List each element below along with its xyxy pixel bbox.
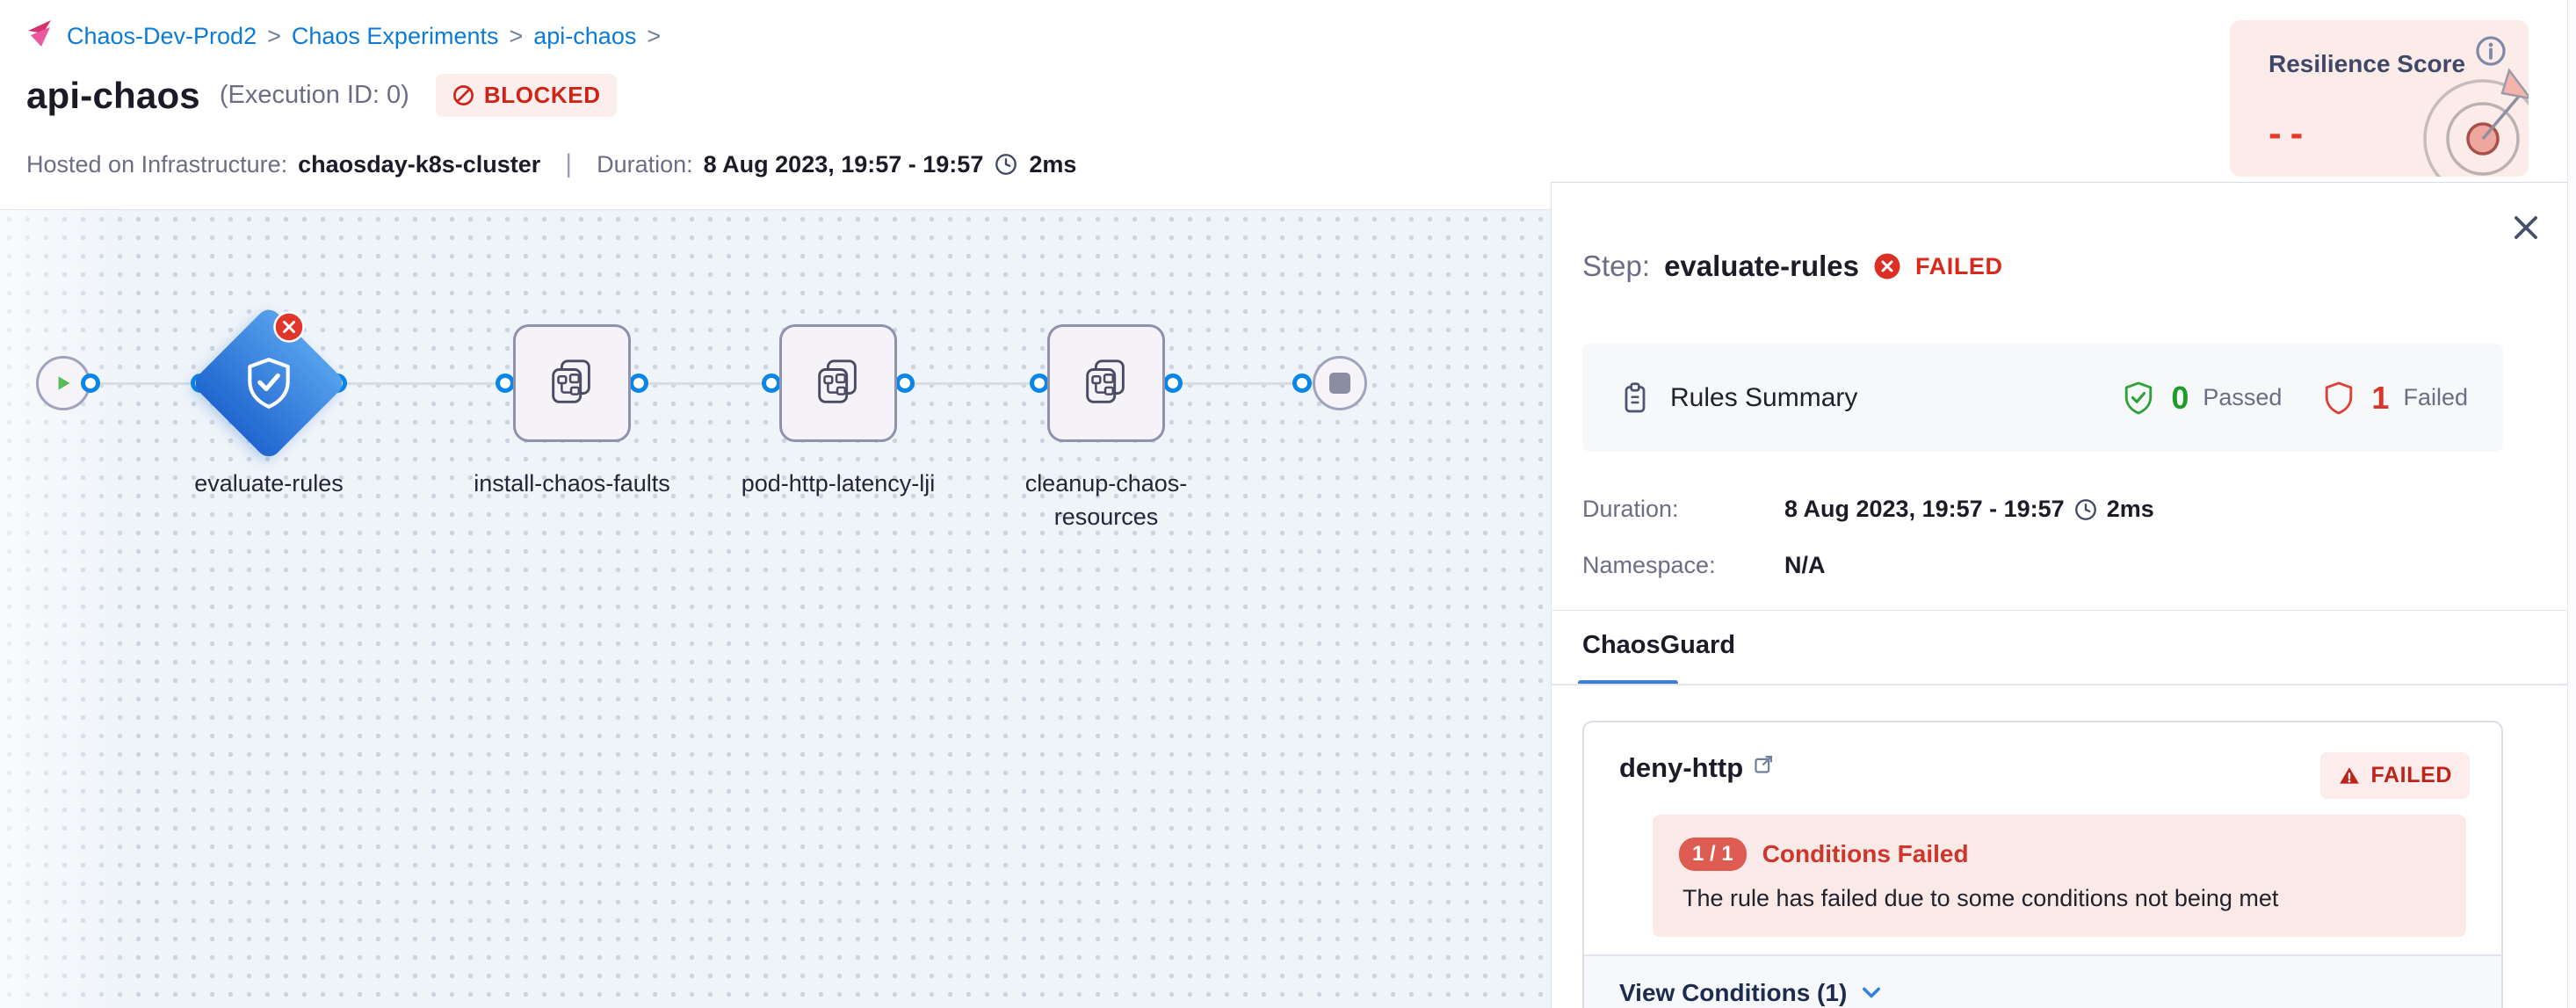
node-cleanup-chaos-resources[interactable] — [1047, 324, 1165, 442]
failed-count: 1 — [2371, 379, 2390, 416]
clock-icon — [995, 154, 1017, 175]
chaos-fault-step-icon — [1086, 359, 1125, 403]
connector-port — [895, 373, 915, 393]
failed-circle-icon — [1874, 253, 1900, 279]
pipeline-end-node[interactable] — [1313, 356, 1367, 410]
breadcrumb: Chaos-Dev-Prod2 > Chaos Experiments > ap… — [25, 18, 661, 55]
namespace-row: Namespace: N/A — [1582, 552, 1826, 579]
chevron-down-icon — [1863, 987, 1881, 998]
breadcrumb-project-link[interactable]: Chaos-Dev-Prod2 — [67, 23, 257, 49]
meta-row: Hosted on Infrastructure: chaosday-k8s-c… — [26, 149, 1076, 179]
page-header: Chaos-Dev-Prod2 > Chaos Experiments > ap… — [0, 0, 2576, 209]
node-install-chaos-faults[interactable] — [513, 324, 631, 442]
step-title-row: Step: evaluate-rules FAILED — [1582, 250, 2003, 283]
step-status: FAILED — [1915, 252, 2003, 279]
resilience-score-title: Resilience Score — [2268, 50, 2466, 77]
rules-summary-card: Rules Summary 0 Passed 1 Failed — [1582, 344, 2503, 452]
rule-card-deny-http: deny-http FAILED — [1582, 721, 2503, 1008]
pipeline-connector-line — [62, 382, 1337, 385]
rule-name: deny-http — [1619, 752, 1744, 783]
resilience-score-value: -- — [2268, 112, 2312, 155]
connector-port — [81, 373, 100, 393]
close-icon — [2514, 216, 2537, 239]
node-label: evaluate-rules — [194, 470, 344, 497]
step-label: Step: — [1582, 250, 1651, 282]
execution-id: (Execution ID: 0) — [219, 81, 409, 109]
shield-check-icon — [248, 358, 290, 409]
tabs-border — [1552, 684, 2576, 685]
rules-summary-title: Rules Summary — [1670, 382, 1858, 412]
breadcrumb-separator: > — [509, 23, 524, 49]
panel-divider — [1552, 610, 2576, 611]
panel-duration-label: Duration: — [1582, 496, 1679, 522]
passed-count: 0 — [2171, 379, 2189, 416]
warning-triangle-icon — [2339, 766, 2359, 784]
resilience-score-card: Resilience Score -- — [2230, 20, 2529, 177]
breadcrumb-experiment-link[interactable]: api-chaos — [533, 23, 637, 49]
active-tab-indicator — [1578, 680, 1678, 685]
hosted-label: Hosted on Infrastructure: — [26, 150, 288, 178]
rule-card-footer: View Conditions (1) — [1584, 954, 2501, 1008]
conditions-ratio-badge: 1 / 1 — [1679, 838, 1747, 871]
chaos-module-icon — [25, 18, 56, 55]
play-icon — [58, 376, 70, 390]
connector-port — [629, 373, 648, 393]
conditions-failed-message: The rule has failed due to some conditio… — [1682, 885, 2279, 911]
node-error-badge-icon — [272, 310, 306, 344]
conditions-failed-alert: 1 / 1 Conditions Failed The rule has fai… — [1653, 815, 2466, 937]
connector-port — [1030, 373, 1049, 393]
rule-status-badge: FAILED — [2319, 752, 2470, 799]
connector-port — [496, 373, 515, 393]
node-label: install-chaos-faults — [474, 470, 670, 497]
connector-port — [762, 373, 781, 393]
scrollbar[interactable] — [2567, 0, 2576, 1008]
conditions-failed-title: Conditions Failed — [1762, 840, 1969, 867]
title-row: api-chaos (Execution ID: 0) BLOCKED — [26, 74, 617, 117]
breadcrumb-separator: > — [267, 23, 281, 49]
node-pod-http-latency[interactable] — [779, 324, 897, 442]
view-conditions-toggle[interactable]: View Conditions (1) — [1619, 979, 2466, 1007]
external-link-icon[interactable] — [1752, 752, 1776, 776]
chaos-fault-step-icon — [818, 359, 857, 403]
connector-port — [1163, 373, 1183, 393]
panel-duration-value: 8 Aug 2023, 19:57 - 19:57 — [1784, 496, 2065, 522]
stop-icon — [1329, 373, 1350, 394]
namespace-label: Namespace: — [1582, 552, 1716, 578]
duration-ms: 2ms — [1029, 150, 1077, 178]
breadcrumb-experiments-link[interactable]: Chaos Experiments — [291, 23, 499, 49]
close-panel-button[interactable] — [2506, 207, 2546, 248]
pipeline-canvas[interactable]: evaluate-rules install-chaos-faults pod-… — [0, 209, 1551, 1008]
status-badge-blocked: BLOCKED — [435, 74, 617, 117]
duration-row: Duration: 8 Aug 2023, 19:57 - 19:57 2ms — [1582, 496, 2154, 523]
target-dart-illustration — [2360, 33, 2529, 177]
step-details-panel: Step: evaluate-rules FAILED Rules Summar… — [1551, 182, 2576, 1008]
panel-duration-ms: 2ms — [2106, 496, 2154, 522]
duration-value: 8 Aug 2023, 19:57 - 19:57 — [703, 150, 984, 178]
shield-passed-icon — [2125, 381, 2153, 415]
clipboard-icon — [1624, 381, 1646, 412]
chaos-fault-step-icon — [552, 359, 590, 403]
hosted-value: chaosday-k8s-cluster — [298, 150, 541, 178]
passed-label: Passed — [2203, 384, 2283, 410]
step-name: evaluate-rules — [1664, 250, 1860, 282]
node-evaluate-rules[interactable] — [190, 304, 348, 462]
failed-label: Failed — [2403, 384, 2468, 410]
node-label: cleanup-chaos-resources — [1024, 470, 1188, 530]
node-label: pod-http-latency-lji — [741, 470, 936, 497]
tab-chaosguard[interactable]: ChaosGuard — [1582, 631, 1736, 659]
blocked-icon — [452, 85, 474, 105]
namespace-value: N/A — [1784, 552, 1826, 578]
duration-label: Duration: — [597, 150, 693, 178]
connector-port — [1292, 373, 1312, 393]
shield-failed-icon — [2326, 381, 2353, 415]
info-icon[interactable] — [2474, 34, 2507, 72]
meta-divider: | — [565, 149, 573, 178]
clock-icon — [2074, 498, 2096, 520]
breadcrumb-separator: > — [647, 23, 662, 49]
page-title: api-chaos — [26, 74, 200, 116]
